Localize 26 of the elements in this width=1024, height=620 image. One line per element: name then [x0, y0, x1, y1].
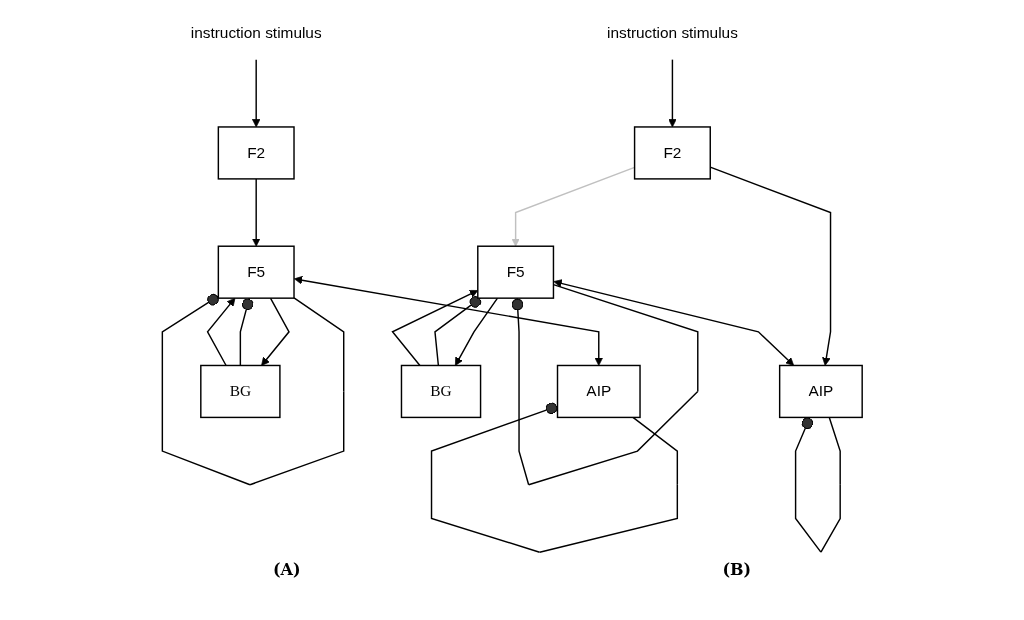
connector [161, 293, 345, 486]
node-box: F5 [477, 245, 555, 299]
connector [430, 402, 678, 553]
connector [794, 416, 841, 553]
node-box: AIP [556, 364, 641, 419]
node-box: F2 [217, 126, 295, 180]
node-box: F5 [217, 245, 295, 299]
arrow [293, 276, 603, 366]
arrow [454, 297, 499, 366]
arrow [553, 279, 795, 366]
node-text: instruction stimulus [190, 25, 322, 42]
panel-label: (A) [272, 560, 301, 579]
connector [434, 296, 482, 367]
node-box: BG [400, 364, 482, 419]
connector [239, 297, 254, 367]
node-box: AIP [778, 364, 863, 419]
connector [511, 283, 699, 486]
arrow [251, 178, 261, 247]
node-text: instruction stimulus [606, 25, 738, 42]
arrow [261, 297, 290, 366]
arrow [251, 58, 261, 128]
node-box: BG [200, 364, 281, 419]
node-box: F2 [633, 126, 711, 180]
panel-label: (B) [722, 560, 752, 579]
arrow [668, 58, 677, 128]
arrow [206, 297, 236, 367]
